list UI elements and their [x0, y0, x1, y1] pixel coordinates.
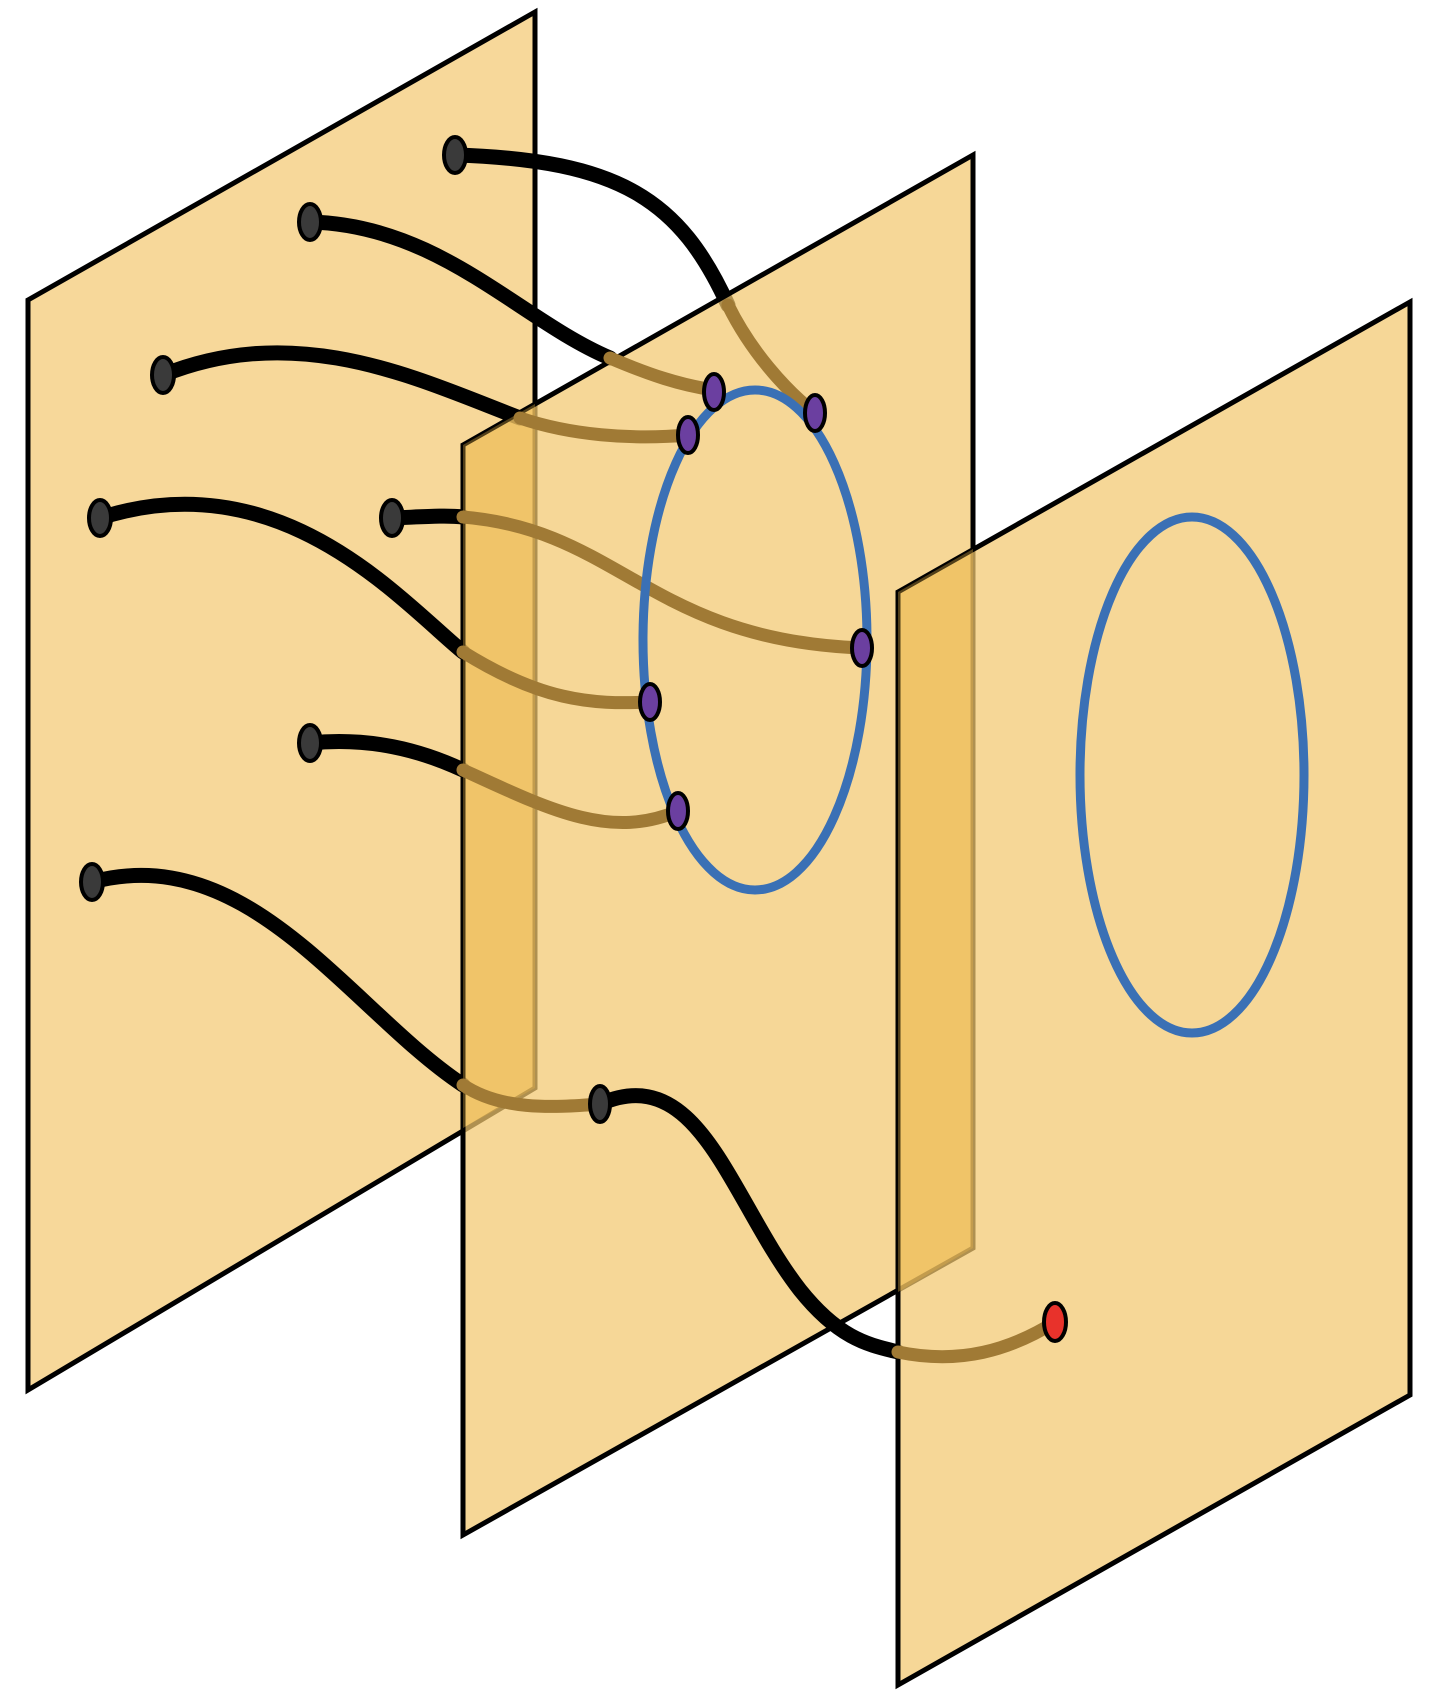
- red-dot-icon: [1042, 1301, 1068, 1343]
- strand-7-middle-front: [592, 1088, 906, 1360]
- black-endpoint-icon: [379, 498, 405, 538]
- black-endpoint-icon: [297, 723, 323, 763]
- purple-dot-icon: [803, 393, 827, 433]
- black-endpoint-icon: [79, 862, 105, 902]
- plane-right-overlap: [898, 549, 973, 1292]
- strands-visible-front: [84, 147, 736, 1093]
- purple-dot-icon: [638, 682, 662, 722]
- strand-7-hidden: [456, 1078, 607, 1113]
- black-endpoint-icon: [588, 1084, 612, 1124]
- black-endpoint-icon: [297, 202, 323, 242]
- plane-left: [25, 7, 538, 1395]
- strand-3-hidden: [513, 411, 695, 444]
- strand-7-front: [84, 868, 471, 1093]
- strand-4-front: [92, 496, 471, 660]
- black-endpoint-icon: [150, 355, 176, 395]
- purple-dot-icon: [676, 415, 700, 455]
- strand-3-front: [155, 345, 528, 426]
- purple-dot-icon: [702, 372, 726, 412]
- strand-6-hidden: [456, 763, 685, 829]
- black-endpoint-icon: [442, 135, 468, 175]
- plane-middle-overlap: [463, 404, 535, 1128]
- loop-dots: [638, 372, 874, 831]
- strand-7-hidden-right: [891, 1315, 1062, 1364]
- purple-dot-icon: [666, 791, 690, 831]
- black-endpoint-icon: [87, 498, 113, 538]
- purple-dot-icon: [850, 628, 874, 668]
- loop-right-plane: [1075, 512, 1309, 1038]
- strand-4-hidden: [456, 645, 657, 710]
- strand-1-front: [447, 147, 736, 313]
- plane-left-face: [25, 7, 538, 1395]
- strand-2-front: [302, 214, 618, 366]
- left-endpoints: [79, 135, 468, 902]
- strand-6-front: [302, 734, 471, 778]
